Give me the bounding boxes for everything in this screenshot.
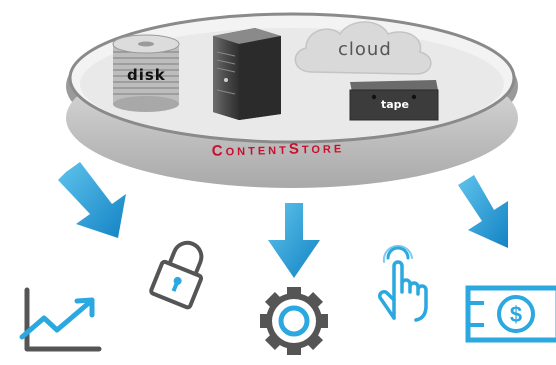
arrow-down-right bbox=[458, 175, 508, 248]
server-tower-icon bbox=[213, 28, 281, 120]
chart-up-icon bbox=[19, 287, 102, 352]
arrow-down-left bbox=[58, 162, 126, 238]
cloud-icon bbox=[294, 21, 432, 75]
pointer-hand-icon bbox=[378, 244, 428, 322]
disk-stack-icon bbox=[112, 34, 180, 112]
lock-icon bbox=[149, 240, 204, 310]
disk-label: disk bbox=[127, 66, 166, 84]
tape-label: tape bbox=[381, 98, 410, 111]
tape-drive-icon bbox=[349, 80, 439, 121]
dollar-bill-icon: $ bbox=[465, 285, 556, 343]
cloud-label: cloud bbox=[338, 39, 392, 60]
arrow-down-center bbox=[268, 203, 320, 278]
gear-icon bbox=[260, 287, 328, 355]
svg-text:$: $ bbox=[510, 302, 522, 327]
